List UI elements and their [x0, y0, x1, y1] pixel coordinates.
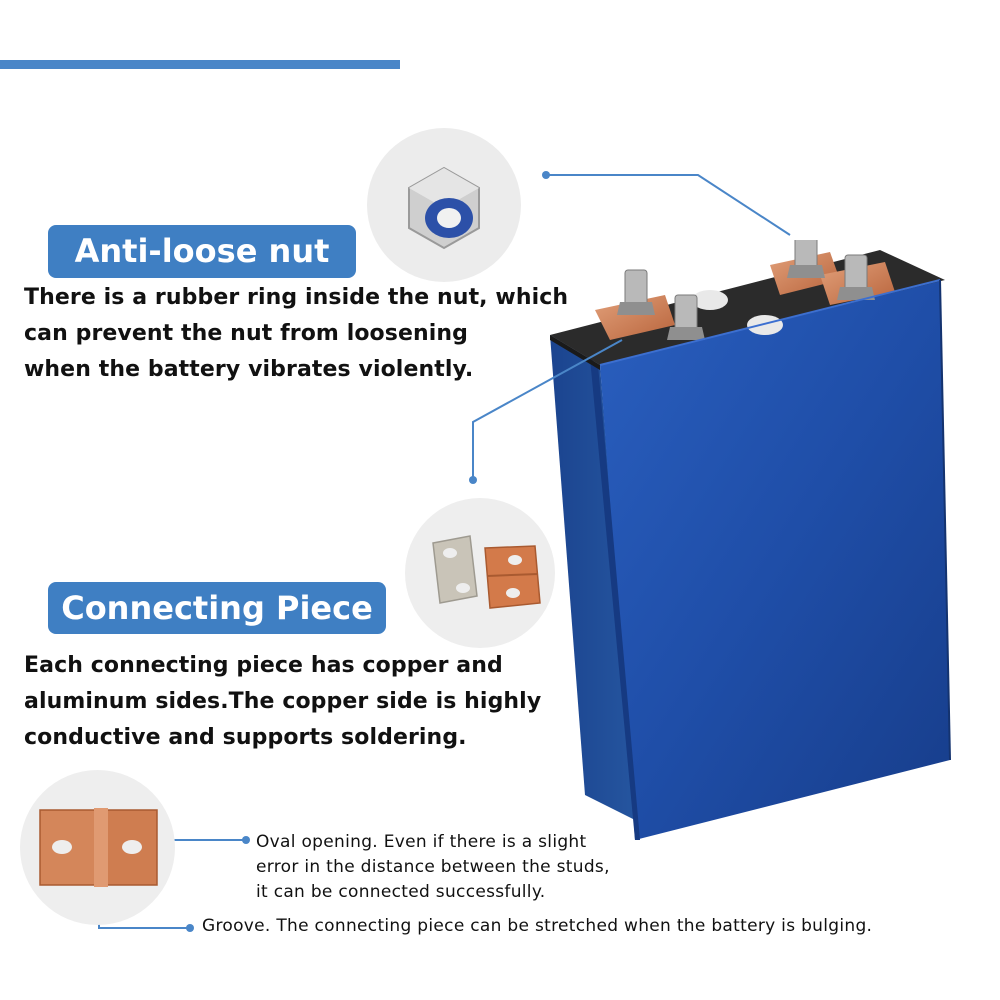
note-line: Oval opening. Even if there is a slight [256, 832, 587, 852]
battery-icon [550, 240, 951, 840]
nut-icon [408, 166, 480, 250]
connecting-pieces-icon [432, 535, 541, 609]
top-accent-bar [0, 60, 400, 69]
description-line: conductive and supports soldering. [24, 725, 467, 750]
note-line: error in the distance between the studs, [256, 857, 610, 877]
description-line: aluminum sides.The copper side is highly [24, 689, 542, 714]
description-line: can prevent the nut from loosening [24, 321, 469, 346]
note-line: it can be connected successfully. [256, 882, 546, 902]
anti-loose-nut-title: Anti-loose nut [48, 225, 356, 278]
description-line: when the battery vibrates violently. [24, 357, 474, 382]
description-line: There is a rubber ring inside the nut, w… [24, 285, 569, 310]
description-line: Each connecting piece has copper and [24, 653, 503, 678]
connecting-piece-title: Connecting Piece [48, 582, 386, 634]
nut-image [367, 128, 521, 282]
oval-opening-note: Oval opening. Even if there is a slight … [256, 830, 696, 905]
groove-piece-icon [39, 808, 158, 887]
connecting-piece-description: Each connecting piece has copper and alu… [24, 648, 584, 756]
connecting-pieces-image [405, 498, 555, 648]
groove-piece-image [20, 770, 175, 925]
anti-loose-nut-description: There is a rubber ring inside the nut, w… [24, 280, 604, 388]
groove-note: Groove. The connecting piece can be stre… [202, 916, 873, 936]
